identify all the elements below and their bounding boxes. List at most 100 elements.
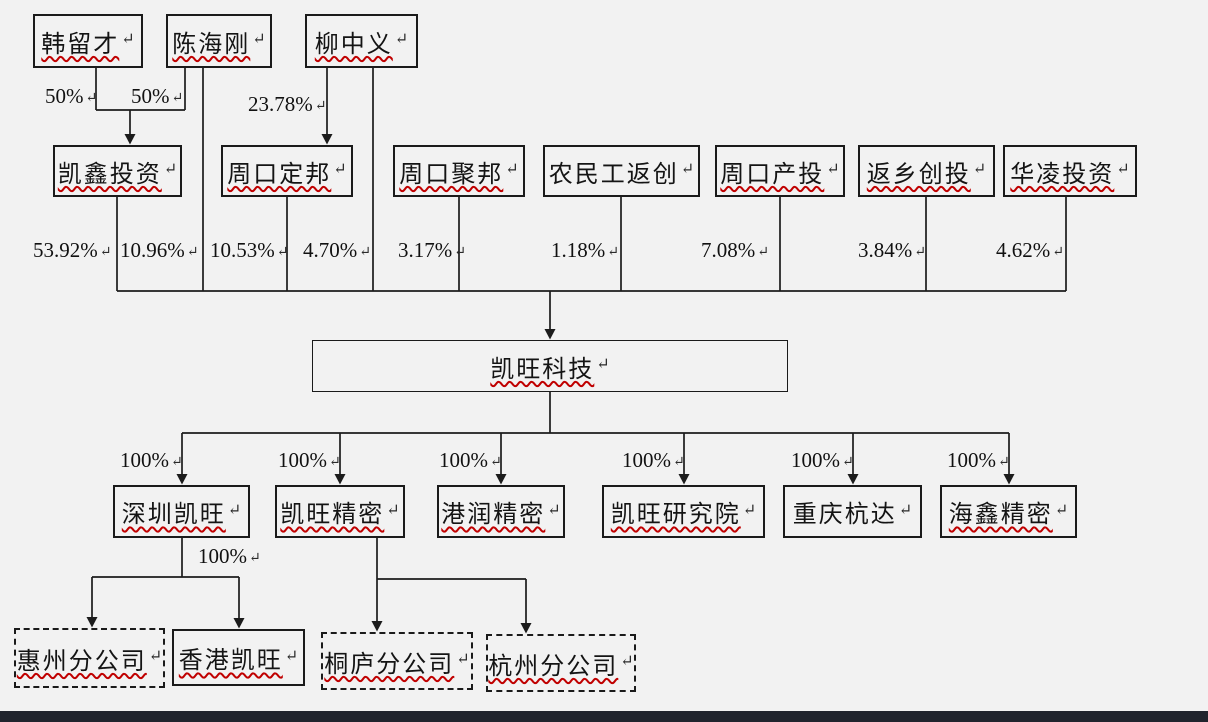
return-mark: ↵ xyxy=(171,455,183,470)
node-shareholder-nongmingong-fanchuang: 农民工返创↵ xyxy=(543,145,700,197)
node-subsidiary-haixin-jingmi: 海鑫精密↵ xyxy=(940,485,1077,538)
stake-label-shenzhen-kaiwang: 100%↵ xyxy=(120,448,183,472)
return-mark: ↵ xyxy=(333,161,347,178)
node-label: 周口定邦 xyxy=(227,161,332,188)
stake-label-haixin-jingmi: 100%↵ xyxy=(947,448,1010,472)
node-branch-tonglu: 桐庐分公司↵ xyxy=(321,632,473,690)
node-subsidiary-chongqing-hangda: 重庆杭达↵ xyxy=(783,485,922,538)
node-company-kaiwang-technology: 凯旺科技↵ xyxy=(312,340,788,392)
return-mark: ↵ xyxy=(394,31,409,48)
return-mark: ↵ xyxy=(171,91,184,106)
return-mark: ↵ xyxy=(914,245,926,260)
node-label: 返乡创投 xyxy=(866,161,971,188)
node-label: 柳中义 xyxy=(314,31,393,58)
node-label: 凯旺研究院 xyxy=(610,502,741,528)
stake-label-gangrun-jingmi: 100%↵ xyxy=(439,448,502,472)
return-mark: ↵ xyxy=(842,455,854,470)
node-label: 陈海刚 xyxy=(172,31,251,58)
stake-label-kaixin: 53.92%↵ xyxy=(33,238,112,262)
return-mark: ↵ xyxy=(454,245,466,260)
node-label: 海鑫精密 xyxy=(948,502,1053,528)
return-mark: ↵ xyxy=(121,31,135,48)
stake-label-liu-direct: 4.70%↵ xyxy=(303,238,371,262)
stake-label-kaiwang-research: 100%↵ xyxy=(622,448,685,472)
stake-label-fanxiang: 3.84%↵ xyxy=(858,238,926,262)
return-mark: ↵ xyxy=(1052,245,1064,260)
node-label: 凯旺科技 xyxy=(490,356,595,383)
node-label: 周口产投 xyxy=(720,161,825,188)
return-mark: ↵ xyxy=(163,161,178,178)
node-label: 深圳凯旺 xyxy=(121,502,226,528)
stake-label-dingbang: 10.53%↵ xyxy=(210,238,289,262)
stake-label-chantou: 7.08%↵ xyxy=(701,238,769,262)
node-subsidiary-shenzhen-kaiwang: 深圳凯旺↵ xyxy=(113,485,250,538)
return-mark: ↵ xyxy=(680,161,695,178)
node-label: 韩留才 xyxy=(41,31,120,58)
node-label: 华凌投资 xyxy=(1010,161,1115,188)
node-label: 杭州分公司 xyxy=(488,653,619,680)
return-mark: ↵ xyxy=(673,455,685,470)
node-label: 重庆杭达 xyxy=(792,502,897,528)
node-shareholder-zhoukou-chantou: 周口产投↵ xyxy=(715,145,845,197)
node-shareholder-fanxiang-chuangtou: 返乡创投↵ xyxy=(858,145,995,197)
node-label: 凯旺精密 xyxy=(280,502,385,528)
node-person-han-liucai: 韩留才↵ xyxy=(33,14,143,68)
return-mark: ↵ xyxy=(898,501,913,519)
node-label: 桐庐分公司 xyxy=(324,651,455,678)
stake-label-chen-direct: 10.96%↵ xyxy=(120,238,199,262)
node-person-liu-zhongyi: 柳中义↵ xyxy=(305,14,418,68)
return-mark: ↵ xyxy=(596,356,610,373)
return-mark: ↵ xyxy=(972,161,987,178)
node-shareholder-kaixin-investment: 凯鑫投资↵ xyxy=(53,145,182,197)
return-mark: ↵ xyxy=(99,245,112,260)
node-label: 港润精密 xyxy=(441,502,546,528)
node-label: 惠州分公司 xyxy=(16,648,147,675)
node-subsidiary-kaiwang-jingmi: 凯旺精密↵ xyxy=(275,485,405,538)
stake-label-kaiwang-jingmi: 100%↵ xyxy=(278,448,341,472)
return-mark: ↵ xyxy=(227,501,242,519)
return-mark: ↵ xyxy=(276,245,289,260)
bottom-edge-bar xyxy=(0,711,1208,722)
stake-label-chongqing-hangda: 100%↵ xyxy=(791,448,854,472)
node-label: 农民工返创 xyxy=(548,161,679,188)
return-mark: ↵ xyxy=(249,551,261,566)
return-mark: ↵ xyxy=(1116,161,1130,178)
node-branch-huizhou: 惠州分公司↵ xyxy=(14,628,165,688)
return-mark: ↵ xyxy=(148,648,163,665)
return-mark: ↵ xyxy=(284,647,299,665)
node-label: 周口聚邦 xyxy=(399,161,504,188)
node-shareholder-hualing-investment: 华凌投资↵ xyxy=(1003,145,1137,197)
node-branch-hangzhou: 杭州分公司↵ xyxy=(486,634,636,692)
node-subsidiary-gangrun-jingmi: 港润精密↵ xyxy=(437,485,565,538)
stake-label-hualing: 4.62%↵ xyxy=(996,238,1064,262)
node-shareholder-zhoukou-jubang: 周口聚邦↵ xyxy=(393,145,525,197)
stake-label-jubang: 3.17%↵ xyxy=(398,238,466,262)
return-mark: ↵ xyxy=(547,501,561,519)
stake-label-shenzhen-branches: 100%↵ xyxy=(198,544,261,568)
return-mark: ↵ xyxy=(505,161,519,178)
return-mark: ↵ xyxy=(490,455,502,470)
return-mark: ↵ xyxy=(757,245,769,260)
return-mark: ↵ xyxy=(620,653,634,670)
node-branch-hongkong-kaiwang: 香港凯旺↵ xyxy=(172,629,305,686)
return-mark: ↵ xyxy=(386,501,400,519)
return-mark: ↵ xyxy=(607,245,619,260)
node-label: 香港凯旺 xyxy=(178,648,283,674)
return-mark: ↵ xyxy=(314,99,327,114)
return-mark: ↵ xyxy=(998,455,1010,470)
stake-label-liu-to-dingbang: 23.78%↵ xyxy=(248,92,327,116)
return-mark: ↵ xyxy=(329,455,341,470)
node-subsidiary-kaiwang-research: 凯旺研究院↵ xyxy=(602,485,765,538)
return-mark: ↵ xyxy=(85,91,98,106)
node-label: 凯鑫投资 xyxy=(57,161,162,188)
return-mark: ↵ xyxy=(252,31,266,48)
return-mark: ↵ xyxy=(456,651,470,668)
node-person-chen-haigang: 陈海刚↵ xyxy=(166,14,272,68)
return-mark: ↵ xyxy=(1054,501,1069,519)
stake-label-han-to-kaixin: 50%↵ xyxy=(45,84,98,108)
return-mark: ↵ xyxy=(826,161,840,178)
stake-label-nongmingong: 1.18%↵ xyxy=(551,238,619,262)
return-mark: ↵ xyxy=(742,501,757,519)
node-shareholder-zhoukou-dingbang: 周口定邦↵ xyxy=(221,145,353,197)
